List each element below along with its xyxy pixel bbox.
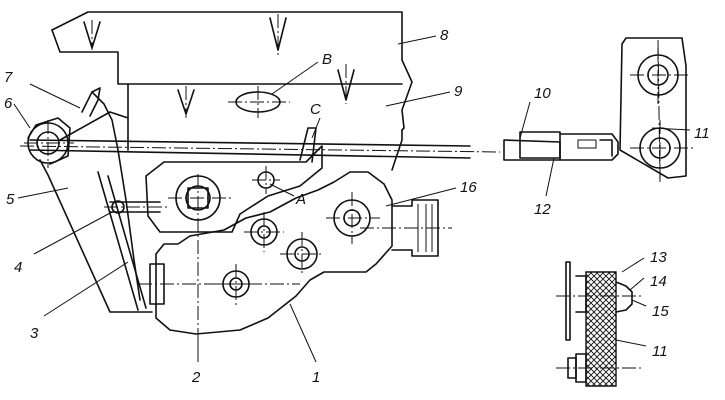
vehicle-body (51, 11, 413, 171)
label-10: 10 (534, 85, 551, 102)
mounting-plate (104, 127, 323, 350)
callout-labels: 8 9 10 11 12 B C A 16 7 6 5 4 3 2 1 13 1… (4, 27, 710, 386)
leader-lines (13, 35, 691, 363)
label-7: 7 (4, 69, 13, 86)
bushing-detail (556, 261, 644, 387)
label-4: 4 (14, 259, 22, 276)
pull-rod (19, 139, 561, 161)
torsion-spring (81, 87, 141, 301)
rod-sleeve (519, 131, 619, 161)
label-B: B (322, 51, 332, 68)
label-11-lever: 11 (694, 125, 710, 142)
label-C: C (310, 101, 321, 118)
label-9: 9 (454, 83, 463, 100)
regulator-lever (619, 37, 694, 183)
label-6: 6 (4, 95, 13, 112)
label-14: 14 (650, 273, 667, 290)
label-15: 15 (652, 303, 669, 320)
label-A: A (295, 191, 306, 208)
axle-bracket (39, 111, 153, 313)
ball-joint (24, 117, 74, 168)
label-8: 8 (440, 27, 449, 44)
label-11-detail: 11 (652, 343, 668, 360)
label-13: 13 (650, 249, 667, 266)
label-3: 3 (30, 325, 39, 342)
regulator-body (138, 171, 452, 335)
label-12: 12 (534, 201, 551, 218)
label-5: 5 (6, 191, 15, 208)
label-2: 2 (191, 369, 201, 386)
label-16: 16 (460, 179, 477, 196)
label-1: 1 (312, 369, 320, 386)
